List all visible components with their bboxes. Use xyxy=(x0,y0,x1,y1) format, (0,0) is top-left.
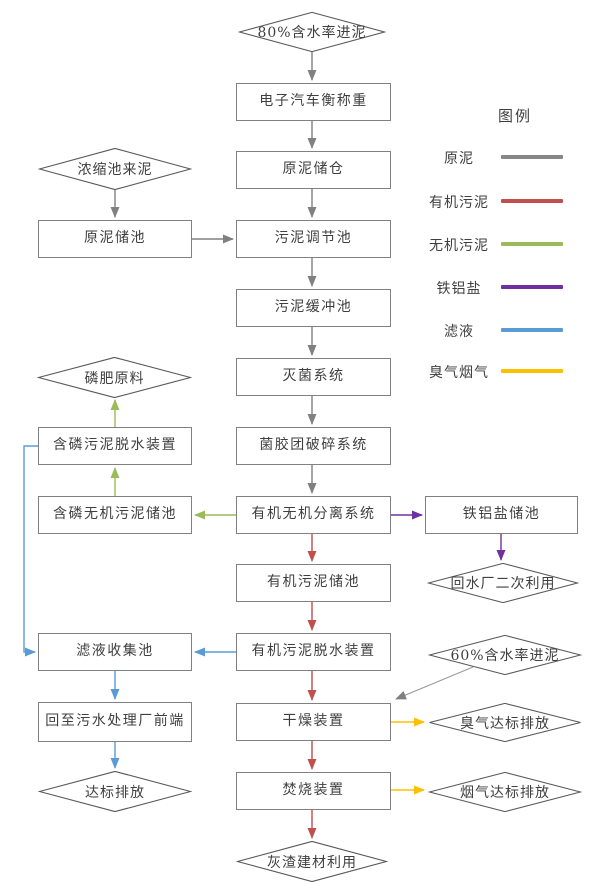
node-label: 灭菌系统 xyxy=(282,368,345,385)
diamond-shape xyxy=(236,841,388,882)
node-label: 臭气达标排放 xyxy=(460,715,550,732)
node-label: 有机污泥储池 xyxy=(267,574,360,591)
node-return-front: 回至污水处理厂前端 xyxy=(38,702,192,742)
node-adjust-pool: 污泥调节池 xyxy=(236,220,391,258)
node-water-plant-reuse: 回水厂二次利用 xyxy=(427,563,579,603)
legend-label-odor-flue-gas: 臭气烟气 xyxy=(429,365,489,381)
node-label: 电子汽车衡称重 xyxy=(259,93,368,110)
legend-swatch-raw-sludge xyxy=(501,155,563,159)
node-label: 达标排放 xyxy=(85,784,145,801)
node-thickener-inlet: 浓缩池来泥 xyxy=(38,148,192,190)
node-raw-sludge-pool: 原泥储池 xyxy=(38,220,192,258)
node-label: 滤液收集池 xyxy=(76,643,154,660)
node-sterilization: 灭菌系统 xyxy=(236,358,391,396)
node-odor-discharge: 臭气达标排放 xyxy=(428,703,582,742)
node-dryer: 干燥装置 xyxy=(236,703,391,741)
node-label: 浓缩池来泥 xyxy=(77,162,153,178)
diamond-shape xyxy=(238,12,386,52)
node-label: 回水厂二次利用 xyxy=(450,576,556,592)
legend-label-raw-sludge: 原泥 xyxy=(444,151,474,167)
node-label: 原泥储池 xyxy=(84,230,146,247)
node-organic-dewatering: 有机污泥脱水装置 xyxy=(236,633,391,671)
legend-swatch-iron-salt xyxy=(501,285,563,289)
node-label: 焚烧装置 xyxy=(282,782,345,799)
diamond-shape xyxy=(428,635,582,675)
node-inlet-80: 80%含水率进泥 xyxy=(238,12,386,52)
node-label: 回至污水处理厂前端 xyxy=(45,713,185,730)
node-label: 有机污泥脱水装置 xyxy=(251,643,376,660)
legend-title: 图例 xyxy=(497,107,532,125)
diamond-shape xyxy=(427,563,579,603)
node-phos-fertilizer: 磷肥原料 xyxy=(37,357,192,398)
node-label: 磷肥原料 xyxy=(84,370,145,387)
legend-swatch-inorganic-sludge xyxy=(501,242,563,246)
legend-label-filtrate: 滤液 xyxy=(444,324,474,340)
node-label: 含磷污泥脱水装置 xyxy=(53,437,177,454)
legend-swatch-organic-sludge xyxy=(501,199,563,203)
node-iron-salt-pool: 铁铝盐储池 xyxy=(425,496,578,534)
node-organic-pool: 有机污泥储池 xyxy=(236,564,391,602)
legend-label-iron-salt: 铁铝盐 xyxy=(436,281,482,297)
edge-phos-dewater-filtrate xyxy=(23,445,38,657)
legend-swatch-odor-flue-gas xyxy=(501,369,563,373)
node-standard-discharge: 达标排放 xyxy=(38,771,192,812)
node-filtrate-pool: 滤液收集池 xyxy=(38,633,192,671)
legend-label-organic-sludge: 有机污泥 xyxy=(429,195,489,211)
node-raw-sludge-bin: 原泥储仓 xyxy=(236,151,391,189)
node-label: 80%含水率进泥 xyxy=(257,25,367,41)
node-buffer-pool: 污泥缓冲池 xyxy=(236,289,391,327)
node-label: 灰渣建材利用 xyxy=(267,854,357,871)
node-label: 干燥装置 xyxy=(282,713,345,730)
node-label: 污泥调节池 xyxy=(274,230,353,247)
node-incinerator: 焚烧装置 xyxy=(236,772,391,810)
node-label: 烟气达标排放 xyxy=(460,785,550,801)
node-phos-dewatering: 含磷污泥脱水装置 xyxy=(38,427,192,465)
node-label: 60%含水率进泥 xyxy=(450,648,560,664)
node-flue-discharge: 烟气达标排放 xyxy=(428,772,582,812)
node-ash-reuse: 灰渣建材利用 xyxy=(236,841,388,882)
diamond-shape xyxy=(428,772,582,812)
node-label: 原泥储仓 xyxy=(282,161,345,178)
node-inlet-60: 60%含水率进泥 xyxy=(428,635,582,675)
node-truck-scale: 电子汽车衡称重 xyxy=(236,83,391,121)
node-label: 菌胶团破碎系统 xyxy=(259,437,368,454)
node-label: 铁铝盐储池 xyxy=(462,506,541,523)
node-floc-breaking: 菌胶团破碎系统 xyxy=(236,427,391,465)
legend-swatch-filtrate xyxy=(501,328,563,332)
legend-label-inorganic-sludge: 无机污泥 xyxy=(429,238,489,254)
node-label: 污泥缓冲池 xyxy=(274,299,353,316)
diamond-shape xyxy=(38,148,192,190)
node-phos-inorganic-pool: 含磷无机污泥储池 xyxy=(38,496,192,534)
diamond-shape xyxy=(37,357,192,398)
node-separation: 有机无机分离系统 xyxy=(236,496,391,534)
diamond-shape xyxy=(428,703,582,742)
diamond-shape xyxy=(38,771,192,812)
node-label: 含磷无机污泥储池 xyxy=(53,506,177,523)
node-label: 有机无机分离系统 xyxy=(251,506,376,523)
